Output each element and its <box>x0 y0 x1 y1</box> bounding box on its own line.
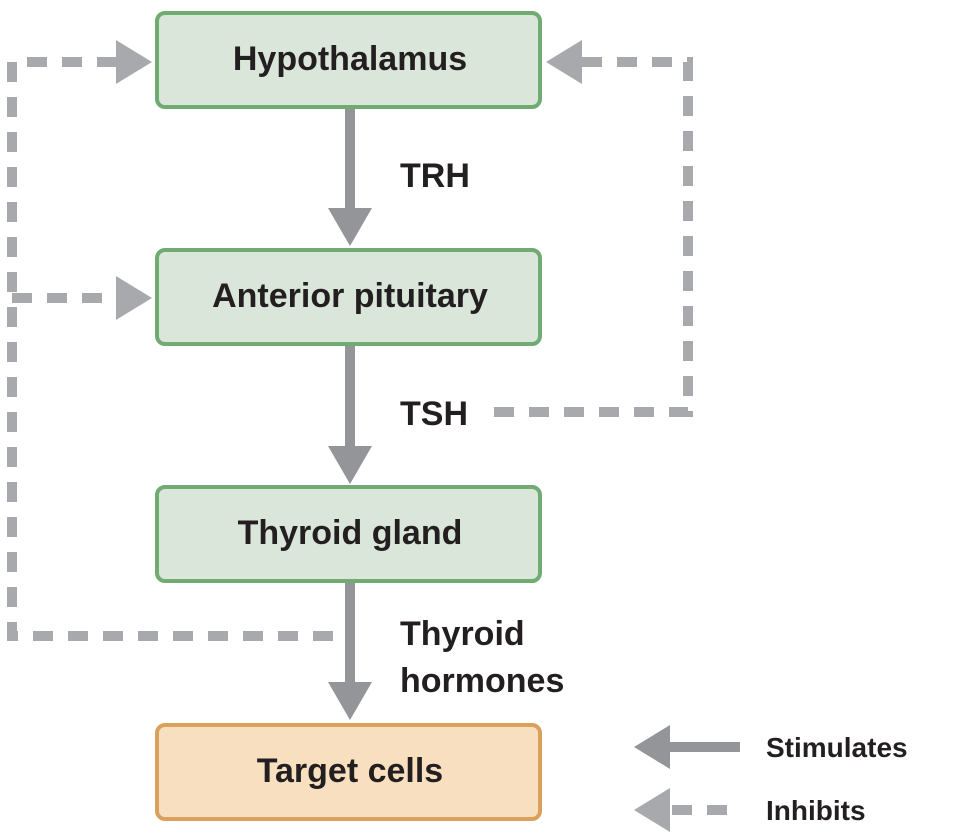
node-target-cells: Target cells <box>155 723 542 821</box>
node-anterior-pituitary-label: Anterior pituitary <box>212 277 488 315</box>
edge-label-trh: TRH <box>400 157 470 195</box>
legend-inhibits-arrowhead <box>634 788 670 832</box>
legend: Stimulates Inhibits <box>634 725 908 832</box>
stimulate-arrowhead-tsh <box>328 446 372 484</box>
legend-stimulates-arrowhead <box>634 725 670 769</box>
stimulate-arrowhead-trh <box>328 208 372 246</box>
node-target-cells-box <box>155 723 542 821</box>
node-hypothalamus-box <box>155 11 542 109</box>
inhibit-arrowhead-hypothalamus-left <box>116 40 152 84</box>
node-hypothalamus: Hypothalamus <box>155 11 542 109</box>
node-thyroid-gland-box <box>155 485 542 583</box>
node-thyroid-gland: Thyroid gland <box>155 485 542 583</box>
node-hypothalamus-label: Hypothalamus <box>233 40 467 78</box>
legend-stimulates-label: Stimulates <box>766 732 908 763</box>
stimulate-arrowhead-thyroid-hormones <box>328 682 372 720</box>
inhibit-arrowhead-pituitary-left <box>116 276 152 320</box>
inhibit-arrowhead-hypothalamus-right <box>546 40 582 84</box>
edge-label-tsh: TSH <box>400 395 468 433</box>
node-anterior-pituitary-box <box>155 248 542 346</box>
inhibit-path-hormones-to-hypothalamus <box>7 57 333 641</box>
legend-inhibits-label: Inhibits <box>766 795 866 826</box>
edge-label-thyroid-hormones-line2: hormones <box>400 662 564 700</box>
inhibit-path-tsh-to-hypothalamus <box>494 57 693 417</box>
node-anterior-pituitary: Anterior pituitary <box>155 248 542 346</box>
edge-label-thyroid-hormones-line1: Thyroid <box>400 615 525 653</box>
node-target-cells-label: Target cells <box>257 752 443 790</box>
node-thyroid-gland-label: Thyroid gland <box>238 514 463 552</box>
